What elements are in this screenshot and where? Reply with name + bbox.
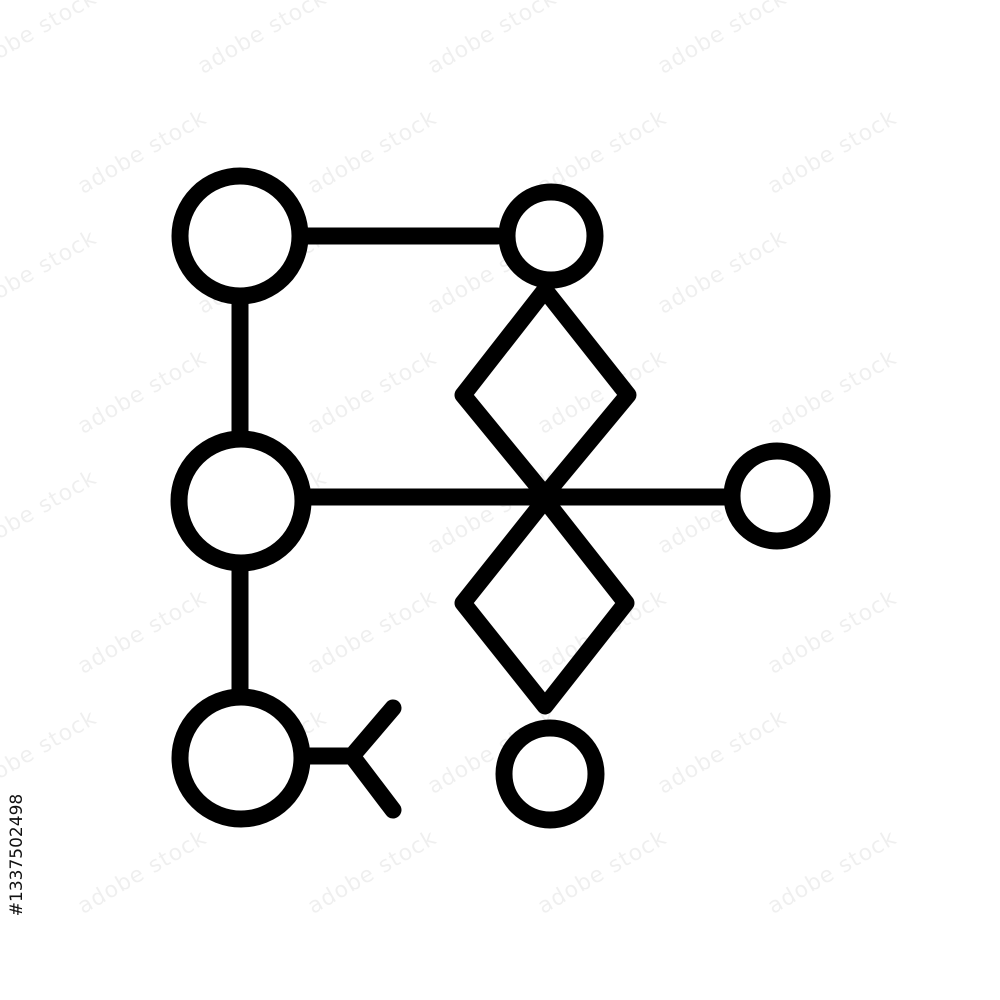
stock-id-text: #1337502498: [7, 793, 27, 916]
node-bottom-left: [171, 688, 311, 828]
node-top-right: [498, 183, 604, 289]
diamond-lower: [454, 491, 635, 715]
fork-bottom-left: [293, 699, 402, 819]
node-top-left: [171, 167, 309, 305]
node-middle-right: [723, 442, 831, 550]
node-middle-left: [170, 430, 312, 572]
stock-id-label: #1337502498: [2, 752, 32, 957]
node-bottom-center: [495, 719, 605, 829]
diamond-upper: [454, 281, 637, 504]
